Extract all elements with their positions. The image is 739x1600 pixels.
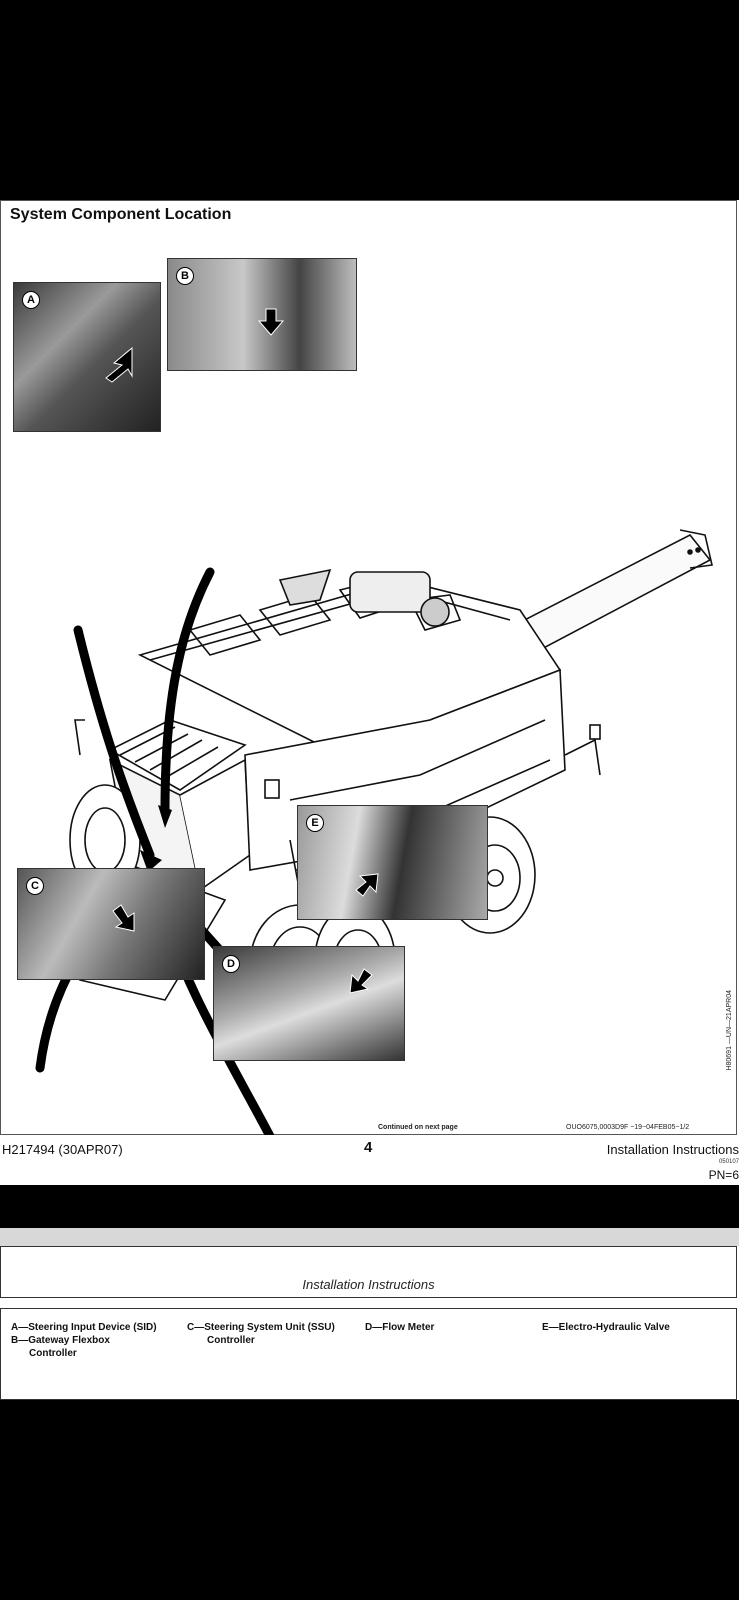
page-header: Installation Instructions — [302, 1277, 435, 1292]
photo-steering-system-unit: C — [17, 868, 205, 980]
continued-note: Continued on next page — [378, 1124, 458, 1131]
legend-b: B—Gateway Flexbox — [11, 1335, 110, 1346]
page-separator — [0, 1228, 739, 1246]
callout-b: B — [176, 267, 194, 285]
photo-electro-hydraulic-valve: E — [297, 805, 488, 920]
callout-e: E — [306, 814, 324, 832]
figure-frame — [0, 200, 737, 1135]
section-title: System Component Location — [10, 206, 232, 223]
legend-a: A—Steering Input Device (SID) — [11, 1322, 157, 1333]
legend-e: E—Electro-Hydraulic Valve — [542, 1322, 670, 1333]
page-header-box: Installation Instructions — [0, 1246, 737, 1298]
photo-steering-input-device: A — [13, 282, 161, 432]
arrow-icon — [349, 968, 373, 994]
callout-d: D — [222, 955, 240, 973]
callout-a: A — [22, 291, 40, 309]
photo-gateway-flexbox: B — [167, 258, 357, 371]
figure-code: H80691 —UN—21APR04 — [726, 990, 733, 1071]
footer-code: 050107 — [718, 1159, 739, 1165]
arrow-icon — [112, 904, 135, 932]
callout-c: C — [26, 877, 44, 895]
doc-id: H217494 (30APR07) — [2, 1142, 123, 1157]
page-number: 4 — [364, 1139, 373, 1156]
legend-d: D—Flow Meter — [365, 1322, 435, 1333]
manual-page: System Component Location — [0, 200, 739, 1185]
legend-c-cont: Controller — [207, 1335, 255, 1346]
manual-title: Installation Instructions — [606, 1142, 739, 1157]
photo-flow-meter: D — [213, 946, 405, 1061]
legend-b-cont: Controller — [29, 1348, 77, 1359]
doc-reference: OUO6075,0003D9F −19−04FEB05−1/2 — [566, 1124, 690, 1131]
arrow-icon — [105, 346, 133, 383]
page-pn: PN=6 — [708, 1168, 739, 1182]
arrow-icon — [257, 308, 285, 336]
arrow-icon — [355, 873, 379, 897]
next-page: Installation Instructions A—Steering Inp… — [0, 1246, 739, 1400]
legend-box: A—Steering Input Device (SID) B—Gateway … — [0, 1308, 737, 1400]
legend-c: C—Steering System Unit (SSU) — [187, 1322, 335, 1333]
